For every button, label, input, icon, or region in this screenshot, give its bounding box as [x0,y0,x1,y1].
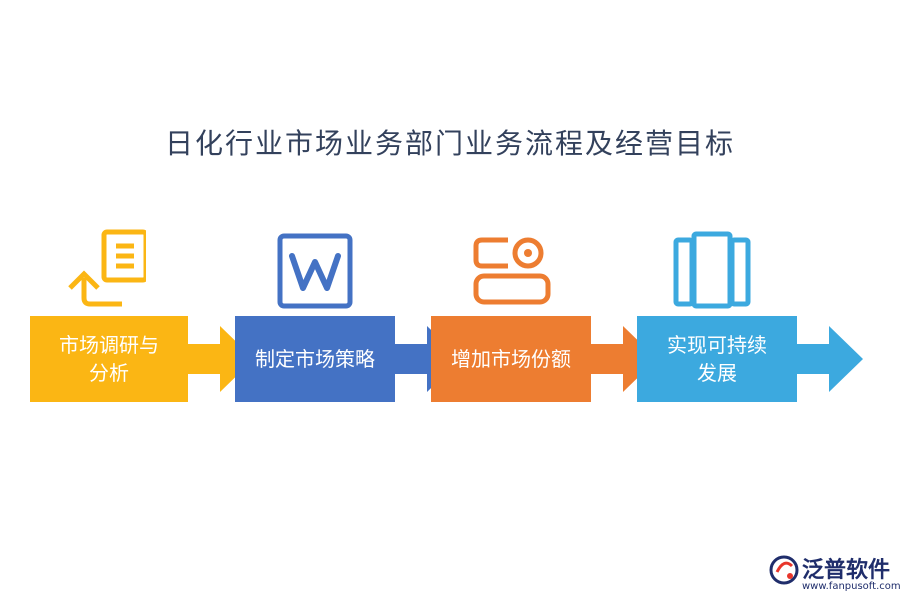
logo-url-text: www.fanpusoft.com [802,581,900,592]
logo-brand-text: 泛普软件 [802,558,891,583]
step-label: 市场调研与 [59,333,159,357]
step-label: 实现可持续 [667,333,767,357]
document-return-icon [68,229,146,307]
arrow-4 [795,326,863,392]
logo-mark-icon [769,555,799,585]
step-increase-share: 增加市场份额 [431,316,591,402]
panels-icon [673,231,751,309]
diagram-title: 日化行业市场业务部门业务流程及经营目标 [164,127,735,160]
step-sustainable-development: 实现可持续 发展 [637,316,797,402]
step-label: 分析 [89,361,129,385]
word-document-icon [277,233,353,309]
brand-logo: 泛普软件 www.fanpusoft.com [768,548,900,596]
step-label: 增加市场份额 [451,347,571,371]
step-market-research: 市场调研与 分析 [30,316,188,402]
id-card-icon [473,237,551,305]
step-label: 发展 [697,361,737,385]
step-label: 制定市场策略 [255,347,375,371]
step-make-strategy: 制定市场策略 [235,316,395,402]
